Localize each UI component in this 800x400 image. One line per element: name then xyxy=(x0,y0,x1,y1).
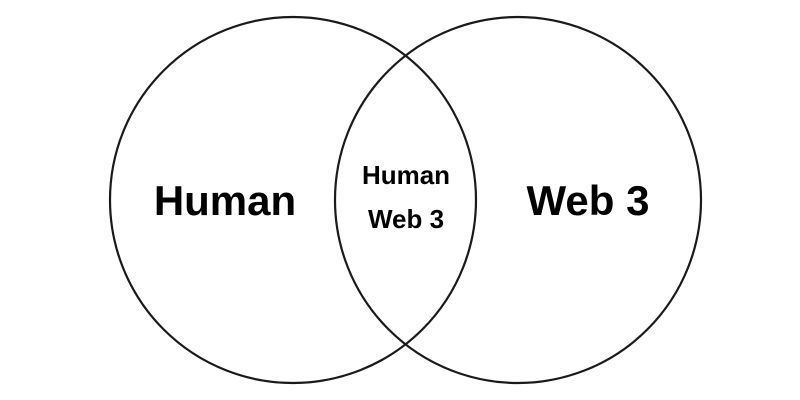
intersection-label-line1: Human xyxy=(362,160,450,190)
left-circle-human xyxy=(108,15,478,385)
right-circle-web3 xyxy=(333,15,703,385)
left-set-label: Human xyxy=(154,177,296,224)
right-set-label: Web 3 xyxy=(527,177,650,224)
intersection-label-line2: Web 3 xyxy=(368,204,444,234)
